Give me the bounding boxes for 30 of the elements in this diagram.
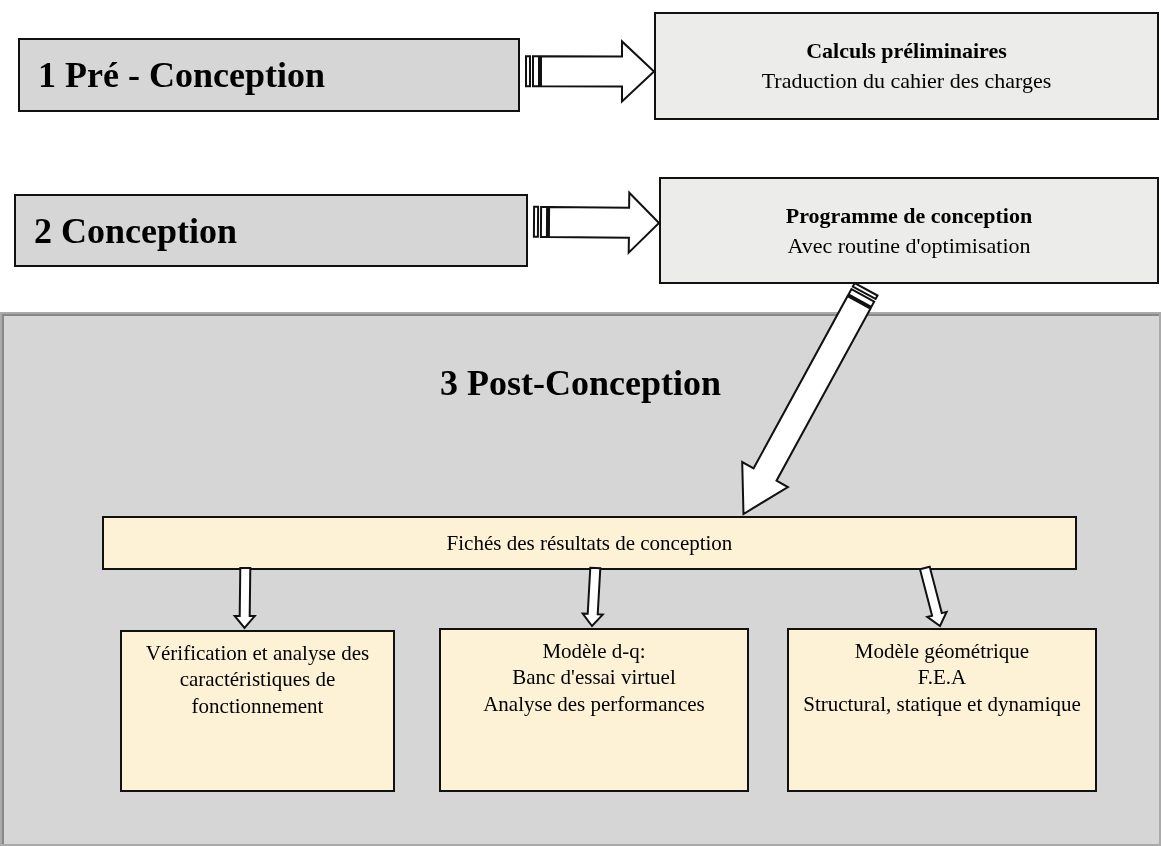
phase-title: 3 Post-Conception [440,362,721,404]
box-text: Analyse des performances [483,690,705,717]
result-box [102,516,1077,570]
block-arrow [918,565,949,628]
phase-title: 1 Pré - Conception [38,54,325,96]
block-arrow [532,190,661,256]
block-arrow [525,39,656,104]
box-text: Vérification et analyse des caractéristiques de fonctionnement [144,640,371,719]
box-text: Fichés des résultats de conception [446,529,733,557]
box-text: Structural, statique et dynamique [803,690,1081,717]
phase-panel [0,312,1161,846]
result-box [439,628,749,792]
box-text: Modèle géométrique [854,638,1030,665]
box-heading: Programme de conception [785,201,1033,230]
result-box [120,630,395,792]
info-box [659,177,1159,284]
phase-title: 2 Conception [34,209,237,252]
box-text: Traduction du cahier des charges [761,67,1052,95]
box-text: Banc d'essai virtuel [512,664,676,691]
result-box [787,628,1097,792]
block-arrow [580,566,605,628]
box-text: Modèle d-q: [542,638,646,665]
block-arrow [232,566,257,630]
box-text: Avec routine d'optimisation [787,231,1031,260]
box-heading: Calculs préliminaires [806,37,1007,66]
phase-box [18,38,520,112]
box-text: F.E.A [917,664,967,691]
phase-box [14,194,528,267]
info-box [654,12,1159,120]
block-arrow [741,281,879,516]
